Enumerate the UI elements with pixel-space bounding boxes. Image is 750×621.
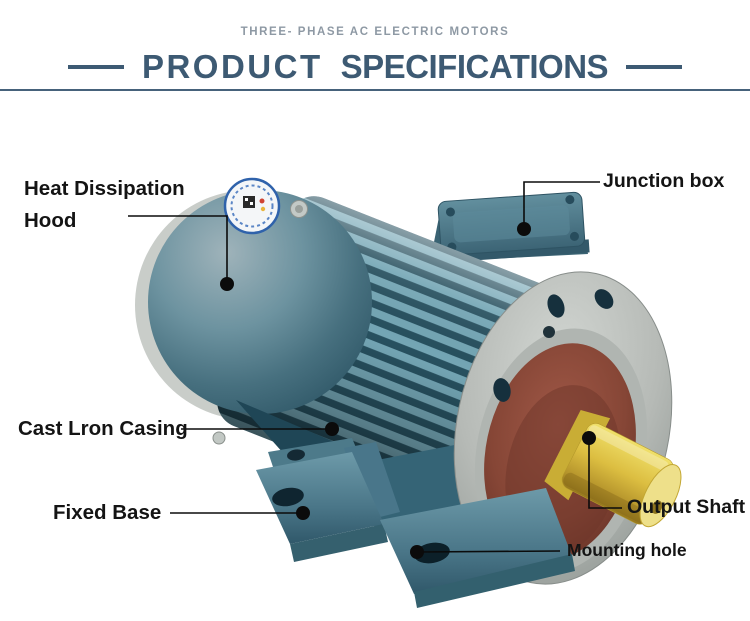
base-feet <box>256 438 575 608</box>
label-junction-box: Junction box <box>603 170 725 192</box>
title-right-dash <box>626 65 683 69</box>
eyebrow-text: THREE- PHASE AC ELECTRIC MOTORS <box>240 26 510 38</box>
label-heat-line2: Hood <box>24 209 77 232</box>
title-word-specifications: SPECIFICATIONS <box>340 48 609 85</box>
page-title: PRODUCT SPECIFICATIONS <box>0 46 750 88</box>
label-heat-line1: Heat Dissipation <box>24 177 185 200</box>
label-mounting-hole: Mounting hole <box>567 540 687 560</box>
header-divider <box>0 89 750 91</box>
nameplate-sticker <box>223 177 281 235</box>
label-cast-iron-casing: Cast Lron Casing <box>18 417 188 440</box>
flange-bolt-hole <box>493 378 511 402</box>
flange-keyway-notch <box>543 326 555 338</box>
casing-bolt <box>212 431 226 445</box>
label-fixed-base: Fixed Base <box>53 501 162 524</box>
title-left-dash <box>67 65 124 69</box>
flange-bolt-hole <box>594 289 614 309</box>
flange-bolt-hole <box>547 294 565 318</box>
base-hole <box>272 487 304 507</box>
label-heat-dissipation-hood: Heat Dissipation Hood <box>24 173 185 237</box>
label-output-shaft: Output Shaft <box>627 496 746 518</box>
title-word-product: PRODUCT <box>141 48 323 85</box>
hood-bolt-head <box>295 205 303 213</box>
